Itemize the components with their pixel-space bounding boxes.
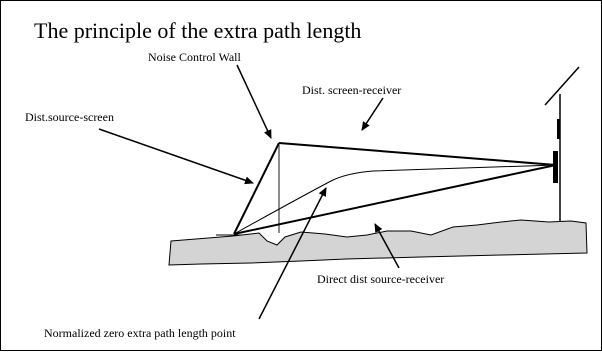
- screen-receiver-label-arrow: [361, 97, 384, 131]
- path-direct: [233, 164, 557, 235]
- ground-terrain: [168, 219, 588, 266]
- zero-extra-path-curve: [233, 164, 557, 235]
- zero-point-label-arrow: [258, 187, 327, 320]
- direct-label-arrow: [374, 223, 400, 269]
- receiver-antenna: [544, 66, 580, 106]
- wall-label-arrow: [236, 64, 272, 139]
- receiver-dish: [553, 151, 558, 183]
- path-screen-receiver: [278, 142, 557, 166]
- diagram-title: The principle of the extra path length: [34, 18, 362, 43]
- noise-control-wall-label: Noise Control Wall: [148, 50, 241, 64]
- dist-source-screen-label: Dist.source-screen: [25, 110, 114, 124]
- source-screen-label-arrow: [98, 128, 254, 185]
- dist-screen-receiver-label: Dist. screen-receiver: [302, 83, 402, 97]
- path-source-screen: [233, 142, 280, 235]
- normalized-zero-label: Normalized zero extra path length point: [44, 326, 236, 340]
- receiver-mount: [557, 119, 560, 139]
- direct-dist-label: Direct dist source-receiver: [317, 272, 445, 286]
